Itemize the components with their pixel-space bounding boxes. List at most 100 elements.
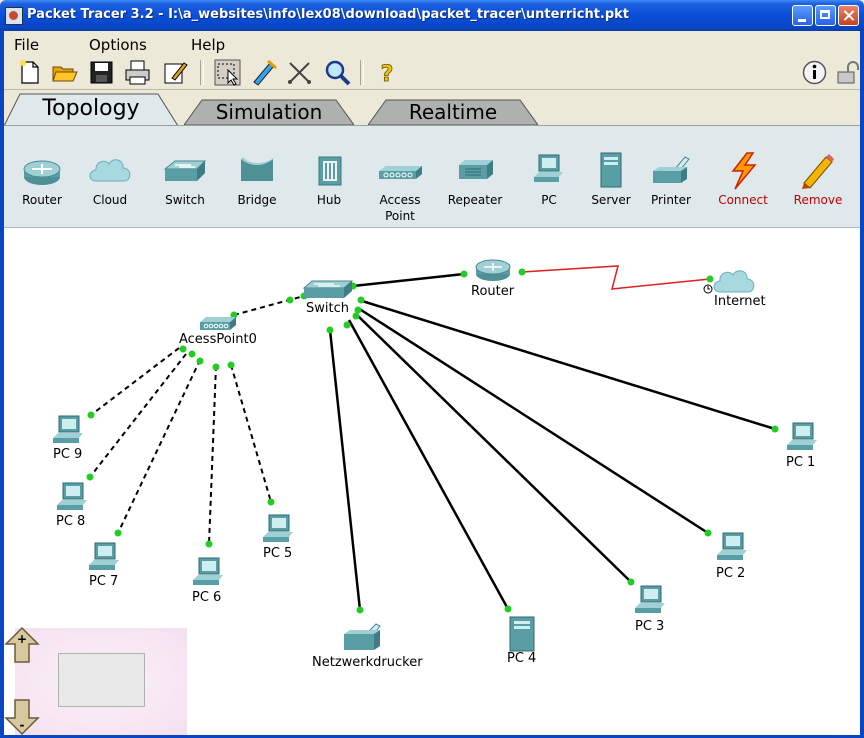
save-icon[interactable] xyxy=(88,59,115,86)
printer-node-icon[interactable] xyxy=(344,623,381,650)
palette-remove[interactable]: Remove xyxy=(783,151,853,208)
pc3-icon[interactable] xyxy=(634,585,666,614)
access-point-node-icon[interactable] xyxy=(200,317,236,330)
minimize-button[interactable] xyxy=(792,5,813,26)
link-router-internet[interactable] xyxy=(521,265,711,290)
maximize-button[interactable] xyxy=(815,5,836,26)
minimap[interactable] xyxy=(15,628,187,735)
pc2-icon[interactable] xyxy=(716,532,748,561)
link-switch-printer[interactable] xyxy=(328,329,362,611)
pc6-icon[interactable] xyxy=(192,557,224,586)
link-switch-pc2[interactable] xyxy=(357,306,709,535)
internet-cloud-icon[interactable] xyxy=(713,270,755,293)
tab-realtime-label: Realtime xyxy=(408,100,498,124)
palette-switch-label: Switch xyxy=(165,193,205,207)
menu-file[interactable]: File xyxy=(14,36,40,54)
link-ap-switch[interactable] xyxy=(233,295,305,316)
inspect-icon[interactable] xyxy=(324,59,351,86)
tab-simulation[interactable]: Simulation xyxy=(184,98,354,126)
select-icon[interactable] xyxy=(214,59,241,86)
toolbar-separator xyxy=(200,60,204,85)
palette-pc-label: PC xyxy=(541,193,557,207)
printer-icon xyxy=(653,156,690,183)
palette-connect[interactable]: Connect xyxy=(708,151,778,208)
menu-options[interactable]: Options xyxy=(89,36,147,54)
help-question-icon[interactable]: ? xyxy=(374,59,401,86)
palette-router-label: Router xyxy=(22,193,62,207)
link-ap-pc8[interactable] xyxy=(89,353,187,478)
switch-label: Switch xyxy=(306,301,349,316)
palette-cloud-label: Cloud xyxy=(92,193,128,207)
svg-text:?: ? xyxy=(381,62,394,86)
link-switch-pc4[interactable] xyxy=(347,319,510,610)
new-file-icon[interactable] xyxy=(16,59,43,86)
menu-help[interactable]: Help xyxy=(191,36,226,54)
title-bar[interactable]: Packet Tracer 3.2 - I:\a_websites\info\l… xyxy=(0,0,864,31)
lock-icon[interactable] xyxy=(833,59,860,86)
repeater-icon xyxy=(459,160,493,179)
switch-node-icon[interactable] xyxy=(302,280,354,298)
router-node-icon[interactable] xyxy=(475,259,511,281)
link-ap-pc5[interactable] xyxy=(230,364,272,503)
tab-topology[interactable]: Topology xyxy=(4,92,178,127)
palette-pc[interactable]: PC xyxy=(514,151,584,208)
view-tabs: Simulation Realtime Topology xyxy=(4,90,860,127)
pc7-icon[interactable] xyxy=(88,542,120,571)
palette-cloud[interactable]: Cloud xyxy=(75,151,145,208)
delete-icon[interactable] xyxy=(286,59,313,86)
pc8-label: PC 8 xyxy=(56,514,86,529)
link-ap-pc7[interactable] xyxy=(117,359,201,534)
pc8-icon[interactable] xyxy=(56,482,88,511)
zoom-in-button[interactable]: + xyxy=(4,626,40,664)
link-ap-pc9[interactable] xyxy=(90,347,180,416)
pc-icon xyxy=(534,154,563,182)
palette-printer[interactable]: Printer xyxy=(636,151,706,208)
palette-hub[interactable]: Hub xyxy=(294,151,364,208)
toolbar-separator xyxy=(360,60,364,85)
connect-lightning-icon xyxy=(731,152,757,190)
move-icon[interactable] xyxy=(250,59,277,86)
palette-router[interactable]: Router xyxy=(7,151,77,208)
palette-printer-label: Printer xyxy=(651,193,691,207)
palette-access-point[interactable]: Access Point xyxy=(365,151,435,224)
router-label: Router xyxy=(471,284,515,299)
open-folder-icon[interactable] xyxy=(51,59,78,86)
app-icon[interactable] xyxy=(5,7,23,25)
pc5-icon[interactable] xyxy=(262,514,294,543)
edit-icon[interactable] xyxy=(162,59,189,86)
link-switch-pc3[interactable] xyxy=(355,313,632,583)
pc6-label: PC 6 xyxy=(192,590,222,605)
port-lights xyxy=(86,268,779,614)
window-frame-bottom xyxy=(0,734,864,738)
bridge-icon xyxy=(241,157,275,181)
palette-server[interactable]: Server xyxy=(576,151,646,208)
switch-icon xyxy=(163,160,207,181)
link-switch-pc1[interactable] xyxy=(358,298,776,431)
minimap-viewport[interactable] xyxy=(58,653,145,707)
topology-canvas[interactable]: Router Internet Switch AcessPoint0 PC 9 … xyxy=(4,227,860,736)
pc3-label: PC 3 xyxy=(635,619,665,634)
hub-icon xyxy=(318,156,342,186)
palette-bridge[interactable]: Bridge xyxy=(222,151,292,208)
link-switch-router[interactable] xyxy=(352,272,465,288)
palette-switch[interactable]: Switch xyxy=(150,151,220,208)
zoom-in-symbol: + xyxy=(17,632,27,646)
palette-repeater[interactable]: Repeater xyxy=(440,151,510,208)
pc1-icon[interactable] xyxy=(786,422,818,451)
link-ap-pc6[interactable] xyxy=(208,365,217,545)
close-button[interactable] xyxy=(838,5,859,26)
palette-remove-label: Remove xyxy=(793,193,843,207)
info-icon[interactable] xyxy=(801,59,828,86)
menu-bar: File Options Help xyxy=(4,31,860,57)
router-icon xyxy=(23,160,61,185)
zoom-out-button[interactable]: - xyxy=(4,698,40,736)
print-icon[interactable] xyxy=(124,59,151,86)
tab-realtime[interactable]: Realtime xyxy=(368,98,538,126)
pc5-label: PC 5 xyxy=(263,546,293,561)
links xyxy=(89,265,776,611)
palette-connect-label: Connect xyxy=(718,193,768,207)
pc9-icon[interactable] xyxy=(52,415,84,444)
toolbar: ? xyxy=(4,56,860,90)
pc4-server-icon[interactable] xyxy=(509,616,535,652)
